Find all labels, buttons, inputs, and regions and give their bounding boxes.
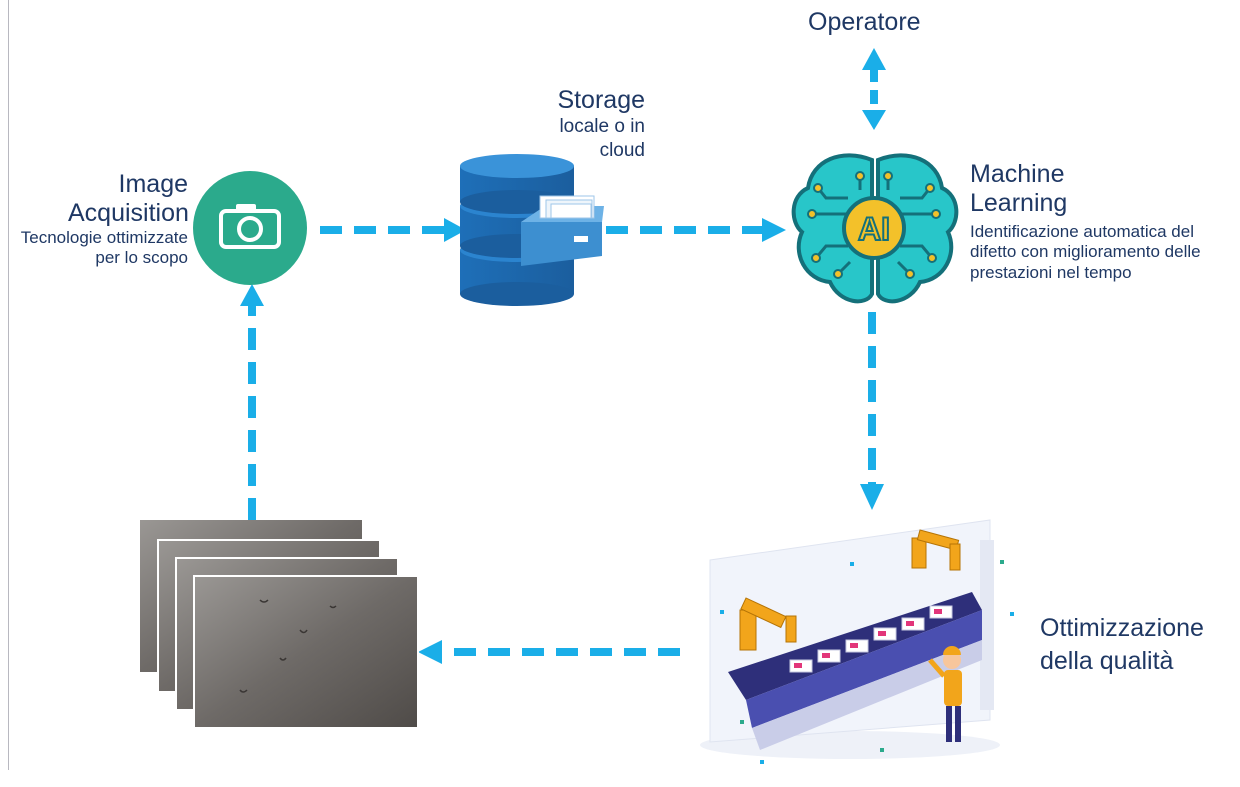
storage-subtitle: locale o in cloud (559, 115, 645, 162)
acquisition-label-group: Image Acquisition Tecnologie ottimizzate… (0, 170, 189, 269)
storage-title: Storage (557, 86, 645, 114)
arrow-storage-to-ml (606, 218, 786, 242)
arrow-images-to-camera (240, 284, 264, 520)
arrow-camera-to-storage (320, 218, 466, 242)
ml-title: Machine Learning (970, 160, 1068, 217)
camera-icon (193, 171, 307, 285)
acquisition-title: Image Acquisition (68, 170, 189, 227)
acquisition-subtitle: Tecnologie ottimizzate per lo scopo (20, 227, 188, 268)
operator-label: Operatore (808, 8, 921, 36)
ml-label-group: Machine Learning Identificazione automat… (970, 160, 1220, 284)
quality-label: Ottimizzazione della qualità (1040, 614, 1204, 675)
arrow-operator-ml-bidirectional (862, 48, 886, 130)
storage-label-group: Storage locale o in cloud (480, 86, 645, 163)
arrow-quality-to-images (418, 640, 680, 664)
defect-image-stack (140, 520, 419, 729)
left-margin-rule (8, 0, 9, 770)
factory-line-illustration (700, 519, 1014, 764)
database-icon (460, 154, 604, 306)
worker-figure (928, 646, 962, 742)
arrow-ml-to-quality (860, 312, 884, 510)
ai-chip-label: AI (858, 211, 890, 247)
ml-subtitle: Identificazione automatica del difetto c… (970, 221, 1201, 282)
ai-brain-icon: AI (791, 153, 959, 304)
